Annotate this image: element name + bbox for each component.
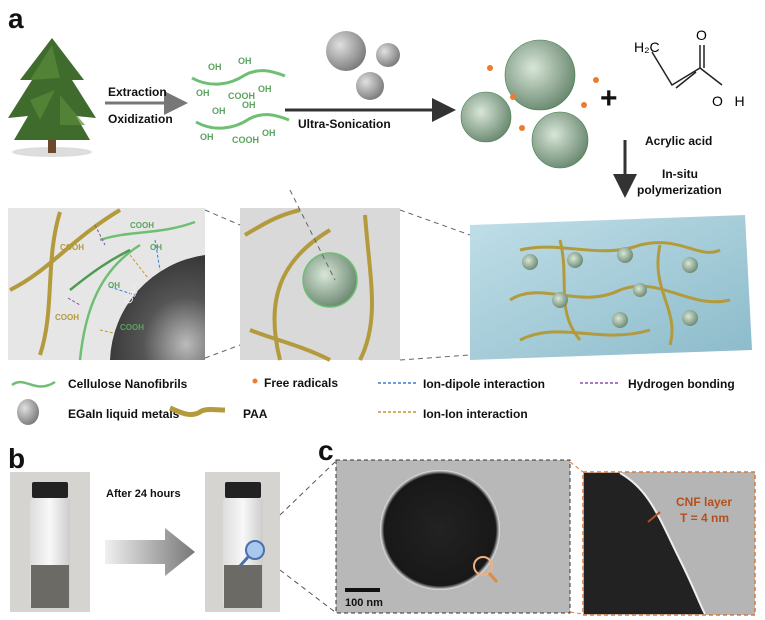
- acrylic-acid-structure: [651, 45, 723, 89]
- thickness-label: T = 4 nm: [680, 511, 729, 525]
- legend: Cellulose Nanofibrils Free radicals Ion-…: [11, 376, 735, 425]
- time-arrow: [105, 528, 195, 576]
- svg-text:COOH: COOH: [228, 91, 255, 101]
- extraction-label: Extraction: [108, 85, 167, 99]
- oh-label: O H: [712, 93, 745, 109]
- c-guide-lines: [569, 461, 584, 615]
- insitu-label: In-situ: [662, 167, 698, 181]
- svg-text:OH: OH: [200, 132, 214, 142]
- tem-zoom-image: CNF layer T = 4 nm: [582, 471, 756, 616]
- droplet-detail-panel: [240, 208, 400, 362]
- svg-text:COOH: COOH: [130, 221, 154, 230]
- cnf-coated-droplets: [460, 39, 589, 169]
- svg-text:Ion-dipole interaction: Ion-dipole interaction: [423, 377, 545, 391]
- svg-text:PAA: PAA: [243, 407, 268, 421]
- svg-text:OH: OH: [258, 84, 272, 94]
- svg-text:Hydrogen bonding: Hydrogen bonding: [628, 377, 735, 391]
- vial-after-photo: [205, 472, 280, 612]
- svg-text:COOH: COOH: [120, 323, 144, 332]
- hydrogel-panel: [470, 215, 752, 360]
- panel-label-c: c: [318, 435, 334, 466]
- svg-text:COOH: COOH: [232, 135, 259, 145]
- svg-text:OH: OH: [242, 100, 256, 110]
- b-c-guide-lines: [279, 461, 336, 613]
- tem-image: 100 nm: [335, 459, 571, 614]
- svg-text:Ion-Ion interaction: Ion-Ion interaction: [423, 407, 528, 421]
- legend-egain-swatch: [17, 399, 39, 425]
- svg-text:OH: OH: [196, 88, 210, 98]
- after-24-hours-label: After 24 hours: [106, 488, 181, 500]
- oxygen-label: O: [696, 27, 707, 43]
- plus-sign: +: [600, 82, 618, 115]
- panel-label-a: a: [8, 3, 24, 34]
- tree-illustration: [8, 38, 96, 157]
- zoom-guide-lines: [204, 189, 471, 361]
- svg-text:OH: OH: [150, 243, 162, 252]
- legend-paa-swatch: [169, 405, 226, 417]
- svg-text:COOH: COOH: [55, 313, 79, 322]
- svg-text:EGaIn liquid metals: EGaIn liquid metals: [68, 407, 180, 421]
- free-radicals: [487, 65, 599, 131]
- svg-text:OH: OH: [262, 128, 276, 138]
- svg-text:OH: OH: [208, 62, 222, 72]
- magnifier-icon: [245, 540, 265, 560]
- scale-label: 100 nm: [345, 597, 383, 609]
- scale-bar: [345, 588, 380, 592]
- svg-text:COOH: COOH: [60, 243, 84, 252]
- panel-label-b: b: [8, 443, 25, 474]
- svg-text:Cellulose Nanofibrils: Cellulose Nanofibrils: [68, 377, 188, 391]
- magnifier-icon: [473, 556, 493, 576]
- acrylic-acid-label: Acrylic acid: [645, 134, 712, 148]
- oxidization-label: Oxidization: [108, 112, 173, 126]
- liquid-metal-droplets: [326, 31, 400, 100]
- svg-text:OH: OH: [238, 56, 252, 66]
- svg-text:OH: OH: [108, 281, 120, 290]
- cnf-layer-label: CNF layer: [676, 495, 732, 509]
- legend-radical-swatch: [252, 378, 258, 384]
- cnf-molecules: [191, 69, 290, 130]
- polymerization-label: polymerization: [637, 183, 722, 197]
- legend-cnf-swatch: [11, 380, 56, 388]
- svg-text:OH: OH: [212, 106, 226, 116]
- h2c-label: H₂C: [634, 39, 660, 55]
- vial-before-photo: [10, 472, 90, 612]
- svg-text:Free radicals: Free radicals: [264, 376, 338, 390]
- sonication-label: Ultra-Sonication: [298, 117, 391, 131]
